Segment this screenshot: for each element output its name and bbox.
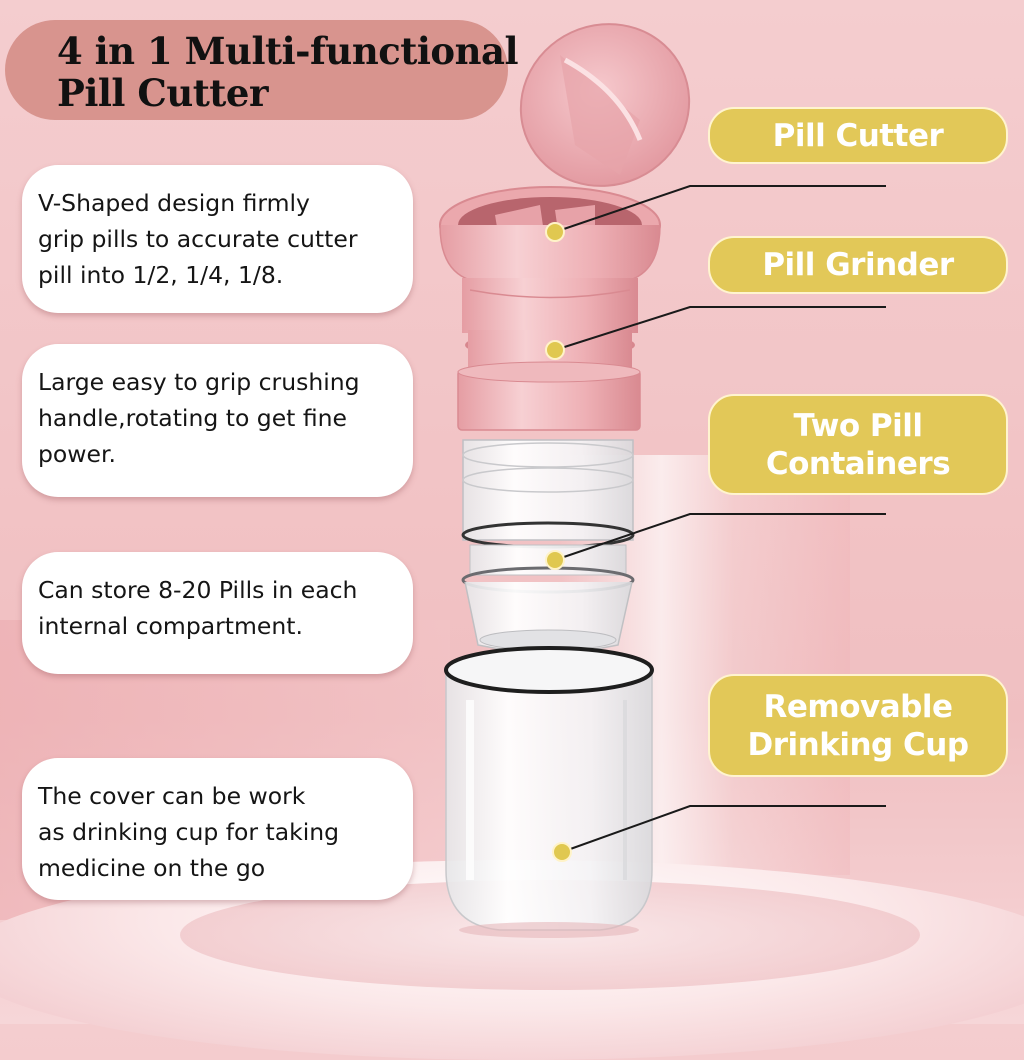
feature-description-text: Large easy to grip crushing handle,rotat… [38,368,360,468]
callout-line-pill-containers [554,513,886,561]
title-line-2: Pill Cutter [57,71,268,115]
feature-description-text: V-Shaped design firmly grip pills to acc… [38,189,358,289]
callout-dots [545,222,572,862]
feature-description-cup: The cover can be work as drinking cup fo… [22,758,413,900]
label-pill-cutter: Pill Cutter [708,107,1008,164]
feature-description-text: The cover can be work as drinking cup fo… [38,782,340,882]
cutter-lid [519,23,691,187]
product-illustration [439,23,886,938]
label-pill-containers: Two Pill Containers [708,394,1008,495]
feature-description-cutter: V-Shaped design firmly grip pills to acc… [22,165,413,313]
pill-grinder-part [457,278,641,431]
title-banner [5,20,508,120]
callout-lines [554,185,886,853]
drinking-cup-part [444,646,654,938]
callout-line-pill-cutter [554,185,886,233]
yellow-dot-icon [552,842,572,862]
title-line-1: 4 in 1 Multi-functional [57,29,519,73]
callout-line-pill-grinder [554,306,886,351]
feature-description-containers: Can store 8-20 Pills in each internal co… [22,552,413,674]
pill-containers-part [461,439,635,654]
callout-line-drinking-cup [561,805,886,853]
label-text: Two Pill Containers [765,407,951,482]
label-text: Pill Cutter [772,117,944,154]
yellow-dot-icon [545,550,565,570]
feature-description-text: Can store 8-20 Pills in each internal co… [38,576,358,640]
feature-description-grinder: Large easy to grip crushing handle,rotat… [22,344,413,497]
label-pill-drinking-cup: Removable Drinking Cup [708,674,1008,777]
yellow-dot-icon [545,340,565,360]
label-text: Pill Grinder [762,247,954,283]
label-text: Removable Drinking Cup [747,688,969,763]
label-pill-grinder: Pill Grinder [708,236,1008,294]
yellow-dot-icon [545,222,565,242]
